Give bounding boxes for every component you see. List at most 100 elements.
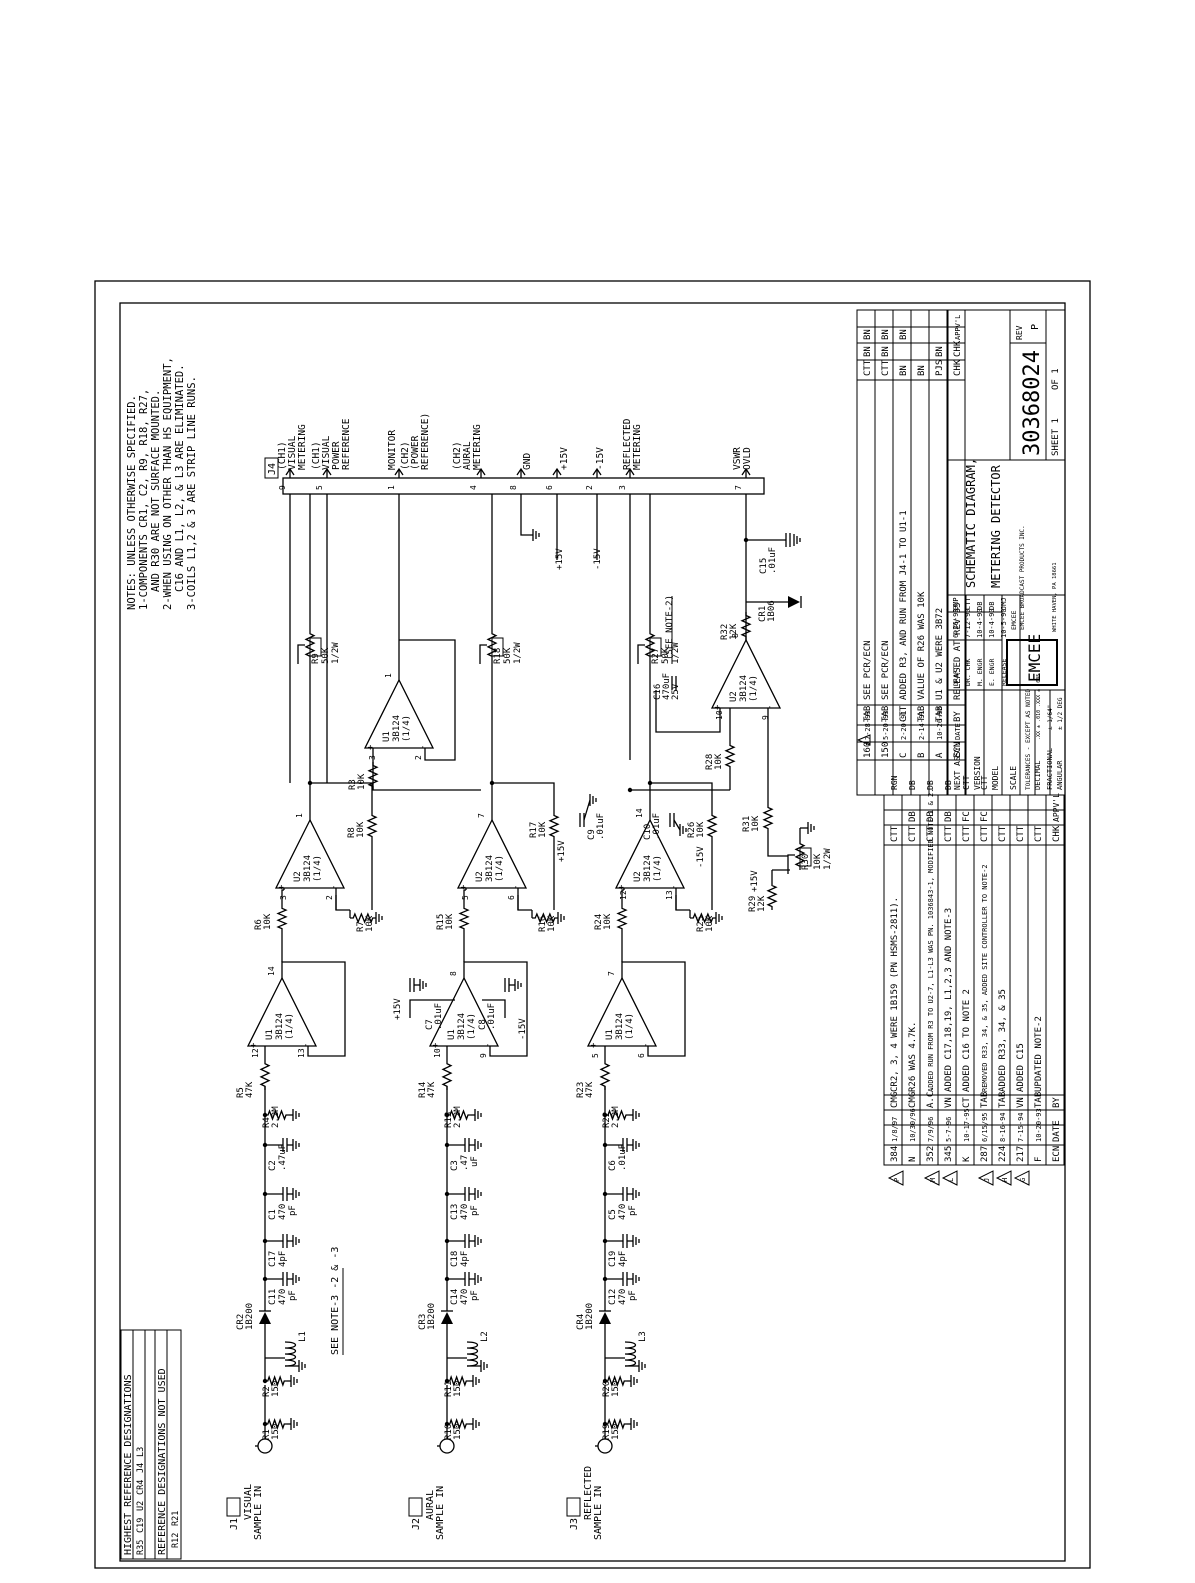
company-name: EMCEE: [1010, 610, 1018, 630]
rev-by: TAB: [917, 706, 927, 722]
ground-icon: [793, 534, 801, 546]
rev-symbol: M: [929, 1178, 937, 1182]
ground-icon: [632, 1273, 640, 1285]
connector-pin-label: VSWROVLD: [732, 447, 753, 470]
rev-ecn: K: [962, 1156, 972, 1162]
op-amp-part: 3B124: [392, 715, 402, 742]
rev-description: U1 & U2 WERE 3B72: [935, 608, 945, 700]
pin-number: 12: [619, 890, 628, 900]
resistor-zigzag: [605, 1375, 627, 1387]
connector-pin-label-line: METERING: [632, 424, 643, 470]
op-amp-minus: -: [329, 885, 339, 890]
company-address: WHITE HAVEN, PA 18661: [1052, 562, 1058, 632]
diode: [599, 1310, 611, 1324]
coil-turns: [624, 1341, 637, 1367]
note-line: AND R30 ARE NOT SURFACE MOUNTED.: [150, 390, 162, 592]
resistor-value: 10K: [714, 753, 724, 770]
rev-description: ADDED C15: [1016, 1043, 1026, 1092]
input-label: REFLECTED: [583, 1466, 594, 1520]
rev-ecn: 217: [1016, 1146, 1026, 1162]
connector-pin-number: 9: [278, 485, 287, 490]
pin-number: 14: [635, 808, 644, 818]
ground-icon: [679, 824, 687, 836]
rev-description: ADDED C17,18,19, L1,2,3 AND NOTE-3: [944, 908, 954, 1092]
connector-pin-number: 3: [618, 485, 627, 490]
wire: [399, 639, 456, 761]
signoff-date: 6-26-90: [952, 608, 960, 638]
supply-label: +15V: [557, 840, 567, 862]
op-amp-part: 3B124: [485, 855, 495, 882]
decimal-label: DECIMAL: [1034, 760, 1042, 790]
rev-symbol: P: [893, 1178, 901, 1182]
connector-pin-label-line: POWER: [331, 441, 342, 470]
wire: [520, 494, 533, 536]
designations-table: HIGHEST REFERENCE DESIGNATIONS R35 C19 U…: [120, 1329, 182, 1560]
see-note-2-label: (SEE NOTE-2): [665, 595, 675, 660]
resistor-zigzag: [740, 612, 752, 640]
resistor-value: 47K: [585, 1081, 595, 1098]
pot-value: 50K: [503, 647, 513, 664]
capacitor-ref: C2: [268, 1160, 278, 1171]
wire: [309, 782, 373, 820]
pin-number: 13: [297, 1048, 306, 1058]
capacitor-value: 470uF: [662, 673, 672, 700]
diode-icon: [259, 1312, 271, 1324]
op-amp-triangle: [614, 818, 686, 889]
op-amp-plus: +: [459, 884, 469, 890]
resistor-value: 150: [453, 1424, 463, 1440]
pot-value: 50K: [661, 647, 671, 664]
ground-icon: [472, 1375, 480, 1387]
op-amp-part: 3B124: [615, 1013, 625, 1040]
input-ref: J1: [229, 1518, 240, 1530]
op-amp-triangle: [246, 976, 318, 1047]
op-amp-plus: +: [589, 1042, 599, 1048]
supply-label: +15V: [555, 548, 565, 570]
op-amp-part: 3B124: [303, 855, 313, 882]
rev-symbol-icon: [995, 1170, 1012, 1186]
input-jack-icon: [257, 1438, 273, 1454]
wire: [482, 999, 506, 1018]
resistor-zigzag: [441, 1060, 453, 1090]
capacitor-voltage: 25V: [671, 683, 681, 700]
ground-icon: [474, 1188, 482, 1200]
op-amp-ref: U2: [729, 691, 739, 702]
capacitor-value: .01uF: [618, 1144, 628, 1171]
rev-by: CT: [962, 1097, 972, 1108]
resistor-ref: R24: [594, 914, 604, 930]
highest-designation: L3: [136, 1447, 146, 1457]
ground-icon: [807, 822, 815, 834]
connector-pin-label: -15V: [595, 447, 606, 470]
c15-capacitor: [785, 533, 791, 547]
connector-pin-label: REFLECTEDMETERING: [622, 418, 643, 470]
rev-symbol-icon: [923, 1170, 940, 1186]
op-amp-plus: +: [249, 1042, 259, 1048]
resistor-value: 10K: [538, 821, 548, 838]
connector-pin-label: (CH2)AURALMETERING: [452, 424, 483, 470]
op-amp-minus: -: [641, 1043, 651, 1048]
resistor-value: 12K: [729, 623, 739, 640]
resistor-ref: R6: [254, 919, 264, 930]
resistor-zigzag: [548, 812, 560, 840]
supply-label: -15V: [518, 1018, 528, 1040]
op-amp-triangle: [586, 976, 658, 1047]
rev-ecn: 224: [998, 1146, 1008, 1162]
rev-chk: CTT: [926, 825, 936, 842]
capacitor: [282, 1234, 288, 1248]
resistor-ref: R4: [262, 1117, 272, 1128]
pin-number: 5: [461, 895, 470, 900]
ground-icon: [292, 1109, 300, 1121]
capacitor-ref: C7: [425, 1019, 435, 1030]
connector-pin-label: GND: [522, 453, 533, 470]
sheet-label: SHEET 1: [1051, 418, 1061, 456]
rev-by: VN: [944, 1097, 954, 1108]
rev-description: ADDED R3, AND RUN FROM J4-1 TO U1-1: [899, 510, 909, 700]
buffer-feedback-wire: [621, 961, 686, 1057]
pin-number: 1: [384, 673, 393, 678]
op-amp-triangle: [274, 818, 346, 889]
ground-icon: [514, 979, 522, 991]
input-ref: J2: [411, 1518, 422, 1530]
